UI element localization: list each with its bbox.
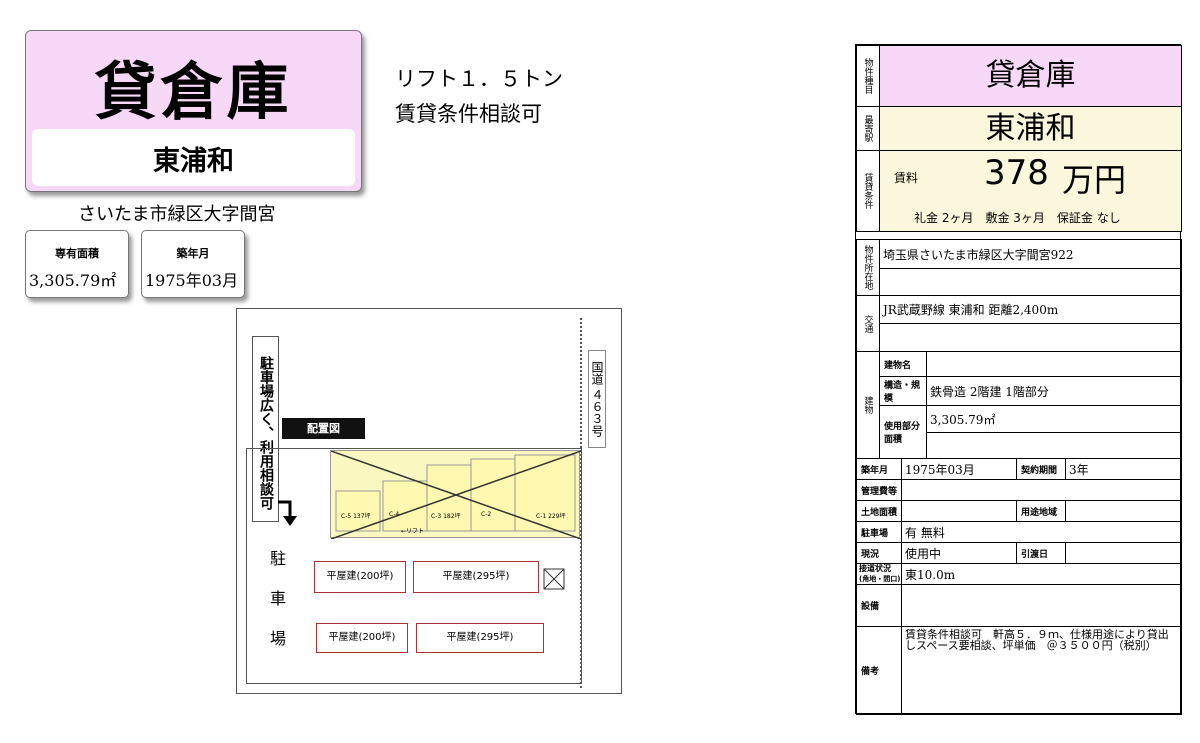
remarks-label: 備考 <box>856 626 902 715</box>
building-4: 平屋建(295坪) <box>416 623 544 653</box>
status-value: 使用中 <box>901 542 1017 564</box>
transport-label: 交通 <box>856 295 880 352</box>
warehouse-block: C-5 137坪 C-4 C-3 182坪 C-2 C-1 229坪 ←リフト <box>330 450 581 539</box>
demolish-cross-icon <box>331 451 581 539</box>
building-name-value <box>926 351 1182 377</box>
building-3: 平屋建(200坪) <box>316 623 408 653</box>
road-access-sub: (角地・間口) <box>859 575 901 583</box>
fees-text: 礼金 2ヶ月 敷金 3ヶ月 保証金 なし <box>914 211 1121 225</box>
station-label: 最寄駅 <box>856 106 880 151</box>
station-box: 東浦和 <box>32 129 355 186</box>
road-access-label: 接道状況 (角地・間口) <box>856 563 902 585</box>
parking-sheet-label: 駐車場 <box>856 521 902 543</box>
site-boundary <box>246 448 582 684</box>
area-box: 専有面積 3,305.79㎡ <box>25 230 129 298</box>
location-value: 埼玉県さいたま市緑区大字間宮922 <box>879 239 1182 269</box>
land-label: 土地面積 <box>856 500 902 522</box>
unit-c1: C-1 229坪 <box>536 513 566 520</box>
road-access-value: 東10.0m <box>901 563 1182 585</box>
transport-value: JR武蔵野線 東浦和 距離2,400m <box>879 295 1182 324</box>
parking-note: 駐車場広く、利用相談可 <box>252 336 279 522</box>
land-value <box>901 500 1017 522</box>
parking-sheet-value: 有 無料 <box>901 521 1182 543</box>
mgmt-value <box>901 479 1182 501</box>
built-label: 築年月 <box>856 458 902 480</box>
unit-c2: C-2 <box>481 511 492 518</box>
area-use-value: 3,305.79㎡ <box>926 405 1182 433</box>
status-label: 現況 <box>856 542 902 564</box>
rent-value: 378 <box>984 153 1049 193</box>
area-value: 3,305.79㎡ <box>29 271 117 290</box>
building-label: 建物 <box>856 351 880 459</box>
station-value: 東浦和 <box>879 106 1182 151</box>
rent-label: 賃料 <box>894 171 919 185</box>
building-2: 平屋建(295坪) <box>413 561 539 593</box>
title-card: 貸倉庫 東浦和 <box>25 30 362 192</box>
built-value: 1975年03月 <box>901 458 1017 480</box>
lift-label: ←リフト <box>401 528 425 535</box>
structure-label: 構造・規模 <box>879 376 927 406</box>
equipment-label: 設備 <box>856 584 902 627</box>
zoning-label: 用途地域 <box>1016 500 1066 522</box>
parking-label: 駐車場 <box>267 550 286 670</box>
built-box: 築年月 1975年03月 <box>141 230 245 298</box>
location-blank <box>879 268 1182 296</box>
conditions-label: 賃貸条件 <box>856 150 880 232</box>
property-type-title: 貸倉庫 <box>94 55 293 128</box>
rent-unit: 万円 <box>1062 161 1127 199</box>
structure-value: 鉄骨造 2階建 1階部分 <box>926 376 1182 406</box>
zoning-value <box>1065 500 1182 522</box>
handover-value <box>1065 542 1182 564</box>
area-use-label: 使用部分面積 <box>879 405 927 459</box>
type-value: 貸倉庫 <box>879 45 1182 107</box>
contract-label: 契約期間 <box>1016 458 1066 480</box>
note-conditions: 賃貸条件相談可 <box>395 102 542 126</box>
transport-blank <box>879 323 1182 352</box>
unit-c3: C-3 182坪 <box>431 513 461 520</box>
area-label: 専有面積 <box>55 247 99 260</box>
arrow-down-icon <box>278 500 297 526</box>
property-sheet: 物件種目 貸倉庫 最寄駅 東浦和 賃貸条件 賃料 378 万円 礼金 2ヶ月 敷… <box>855 44 1182 715</box>
mgmt-label: 管理費等 <box>856 479 902 501</box>
station-title: 東浦和 <box>153 146 234 177</box>
remarks-value: 賃貸条件相談可 軒高５．９ｍ、仕様用途により貸出しスペース要相談、坪単価 ＠３５… <box>901 626 1182 715</box>
built-label: 築年月 <box>176 247 210 260</box>
area-use-blank <box>926 432 1182 459</box>
address-text: さいたま市緑区大字間宮 <box>78 204 276 225</box>
contract-value: 3年 <box>1065 458 1182 480</box>
notes: リフト１．５トン 賃貸条件相談可 <box>395 62 563 132</box>
unit-c5: C-5 137坪 <box>341 513 371 520</box>
road-access-title: 接道状況 <box>859 564 891 573</box>
handover-label: 引渡日 <box>1016 542 1066 564</box>
building-name-label: 建物名 <box>879 351 927 377</box>
type-label: 物件種目 <box>856 45 880 107</box>
conditions-block: 賃料 378 万円 礼金 2ヶ月 敷金 3ヶ月 保証金 なし <box>879 150 1182 232</box>
unit-c4: C-4 <box>389 511 400 518</box>
note-lift: リフト１．５トン <box>395 67 563 91</box>
box-cross-icon <box>543 568 565 590</box>
equipment-value <box>901 584 1182 627</box>
layout-badge: 配置図 <box>282 418 365 439</box>
building-1: 平屋建(200坪) <box>314 561 406 593</box>
built-value: 1975年03月 <box>145 271 239 290</box>
road-label: 国道 ４６３号 <box>588 350 606 448</box>
location-label: 物件所在地 <box>856 239 880 296</box>
